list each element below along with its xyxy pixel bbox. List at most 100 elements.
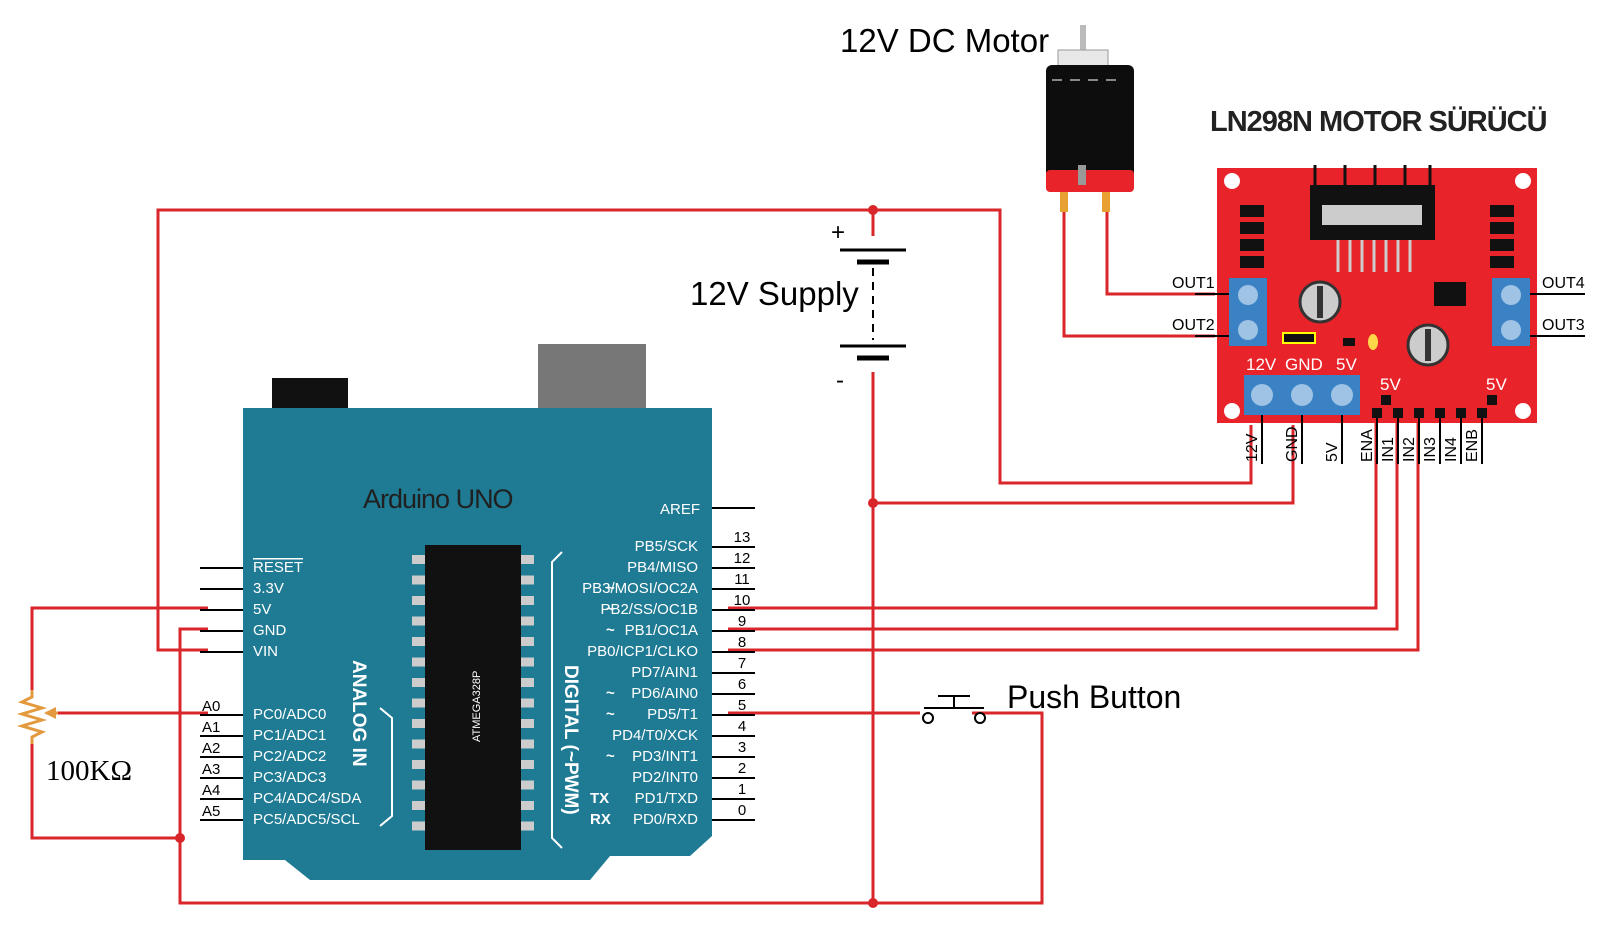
wire-motor-out2 — [1062, 212, 1215, 338]
chip-pin — [521, 678, 534, 687]
chip-pin — [521, 657, 534, 667]
arduino-digital-pin-label: PB4/MISO — [627, 559, 698, 576]
chip-pin — [412, 637, 425, 646]
arduino-pwm-marker: RX — [590, 811, 611, 828]
arduino-digital-pin-label: PD5/T1 — [647, 706, 698, 723]
arduino-analog-pin-number: A5 — [202, 803, 220, 820]
driver-leads — [1195, 293, 1585, 464]
arduino-digital-pin-number: 11 — [734, 571, 750, 588]
wire-motor-out1 — [1105, 212, 1215, 296]
arduino-digital-pin-label: PD7/AIN1 — [631, 664, 698, 681]
chip-pin — [412, 575, 425, 585]
arduino-digital-pin-number: 6 — [738, 676, 746, 693]
arduino-pwm-marker: ~ — [606, 580, 615, 597]
arduino-digital-pin-number: 2 — [738, 760, 746, 777]
chip-pin — [521, 596, 534, 605]
pwr-12v-label: 12V — [1246, 355, 1277, 374]
chip-pin — [521, 821, 534, 831]
dc-motor — [1046, 25, 1134, 212]
out4-label: OUT4 — [1542, 275, 1585, 292]
wire-arduino-gnd — [178, 627, 1044, 905]
wire-pot-gnd — [30, 744, 180, 840]
driver-pin-label: ENB — [1464, 429, 1481, 462]
junction-dot — [868, 898, 878, 908]
chip-pin — [521, 719, 534, 728]
resistor-label: 100KΩ — [46, 755, 132, 787]
arduino-digital-pin-label: PD4/T0/XCK — [612, 727, 698, 744]
motor-label: 12V DC Motor — [840, 22, 1049, 59]
chip-pin — [412, 739, 425, 749]
arduino-analog-pin-label: PC0/ADC0 — [253, 706, 326, 723]
junction-dot — [868, 205, 878, 215]
driver-pin-label: GND — [1284, 426, 1301, 462]
arduino-digital-pin-label: PD0/RXD — [633, 811, 698, 828]
chip-pin — [412, 555, 425, 564]
chip-pin — [412, 760, 425, 769]
wire-vin-supply — [156, 208, 1253, 652]
push-button — [922, 695, 986, 724]
chip-pin — [521, 555, 534, 564]
arduino-analog-pin-number: A1 — [202, 719, 220, 736]
jumper-5v-left: 5V — [1380, 375, 1401, 394]
arduino-digital-pin-number: 0 — [738, 802, 746, 819]
chip-pin — [521, 780, 534, 790]
chip-pin — [412, 801, 425, 810]
arduino-analog-pin-label: PC2/ADC2 — [253, 748, 326, 765]
arduino-analog-pin-label: PC3/ADC3 — [253, 769, 326, 786]
wire-pin8-in2 — [728, 420, 1420, 652]
supply-plus-label: + — [831, 219, 845, 246]
arduino-pwm-marker: ~ — [606, 685, 615, 702]
arduino-digital-pin-label: PD6/AIN0 — [631, 685, 698, 702]
wire-gnd-driver — [873, 425, 1295, 505]
arduino-digital-pin-label: PD2/INT0 — [632, 769, 698, 786]
chip-pin — [521, 698, 534, 708]
wire-pot-5v — [30, 606, 208, 690]
wire-pin10-ena — [728, 420, 1378, 610]
out1-label: OUT1 — [1172, 275, 1215, 292]
arduino-power-pin-label: VIN — [253, 643, 278, 660]
out3-label: OUT3 — [1542, 317, 1585, 334]
chip-pin — [412, 596, 425, 605]
pwr-5v-label: 5V — [1336, 355, 1357, 374]
supply-label: 12V Supply — [690, 275, 859, 312]
wire-pin9-in1 — [728, 420, 1399, 631]
arduino-digital-pin-number: 4 — [738, 718, 746, 735]
arduino-label: Arduino UNO — [363, 484, 513, 514]
driver-pin-label: ENA — [1359, 429, 1376, 462]
push-button-label: Push Button — [1007, 679, 1181, 715]
arduino-board — [243, 344, 712, 880]
chip-pin — [521, 739, 534, 749]
arduino-analog-pin-label: PC1/ADC1 — [253, 727, 326, 744]
wires — [30, 208, 1420, 905]
driver-pin-label: IN2 — [1401, 437, 1418, 462]
chip-pin — [521, 575, 534, 585]
chip-pin — [521, 801, 534, 810]
arduino-power-pin-label: GND — [253, 622, 287, 639]
arduino-digital-pin-number: 3 — [738, 739, 746, 756]
driver-pin-label: IN4 — [1443, 437, 1460, 462]
chip-pin — [412, 780, 425, 790]
pwr-gnd-label: GND — [1285, 355, 1323, 374]
arduino-analog-pin-number: A4 — [202, 782, 220, 799]
supply-minus-label: - — [836, 367, 844, 394]
arduino-analog-pin-label: PC5/ADC5/SCL — [253, 811, 360, 828]
arduino-pwm-marker: ~ — [606, 748, 615, 765]
aref-label: AREF — [660, 501, 700, 518]
arduino-analog-pin-number: A3 — [202, 761, 220, 778]
digital-label: DIGITAL (~PWM) — [560, 665, 581, 815]
chip-pin — [412, 719, 425, 728]
arduino-digital-pin-number: 12 — [734, 550, 751, 567]
arduino-pwm-marker: ~ — [606, 601, 615, 618]
arduino-digital-pin-number: 1 — [738, 781, 746, 798]
arduino-digital-pin-label: PB3/MOSI/OC2A — [582, 580, 698, 597]
battery-symbol — [840, 248, 906, 361]
chip-label: ATMEGA328P — [471, 671, 483, 742]
arduino-digital-pin-label: PB2/SS/OC1B — [600, 601, 698, 618]
arduino-digital-pin-label: PD3/INT1 — [632, 748, 698, 765]
driver-title: LN298N MOTOR SÜRÜCÜ — [1210, 105, 1547, 138]
out2-label: OUT2 — [1172, 317, 1215, 334]
arduino-digital-pin-number: 7 — [738, 655, 746, 672]
chip-pin — [521, 637, 534, 646]
arduino-power-pin-label: 5V — [253, 601, 271, 618]
